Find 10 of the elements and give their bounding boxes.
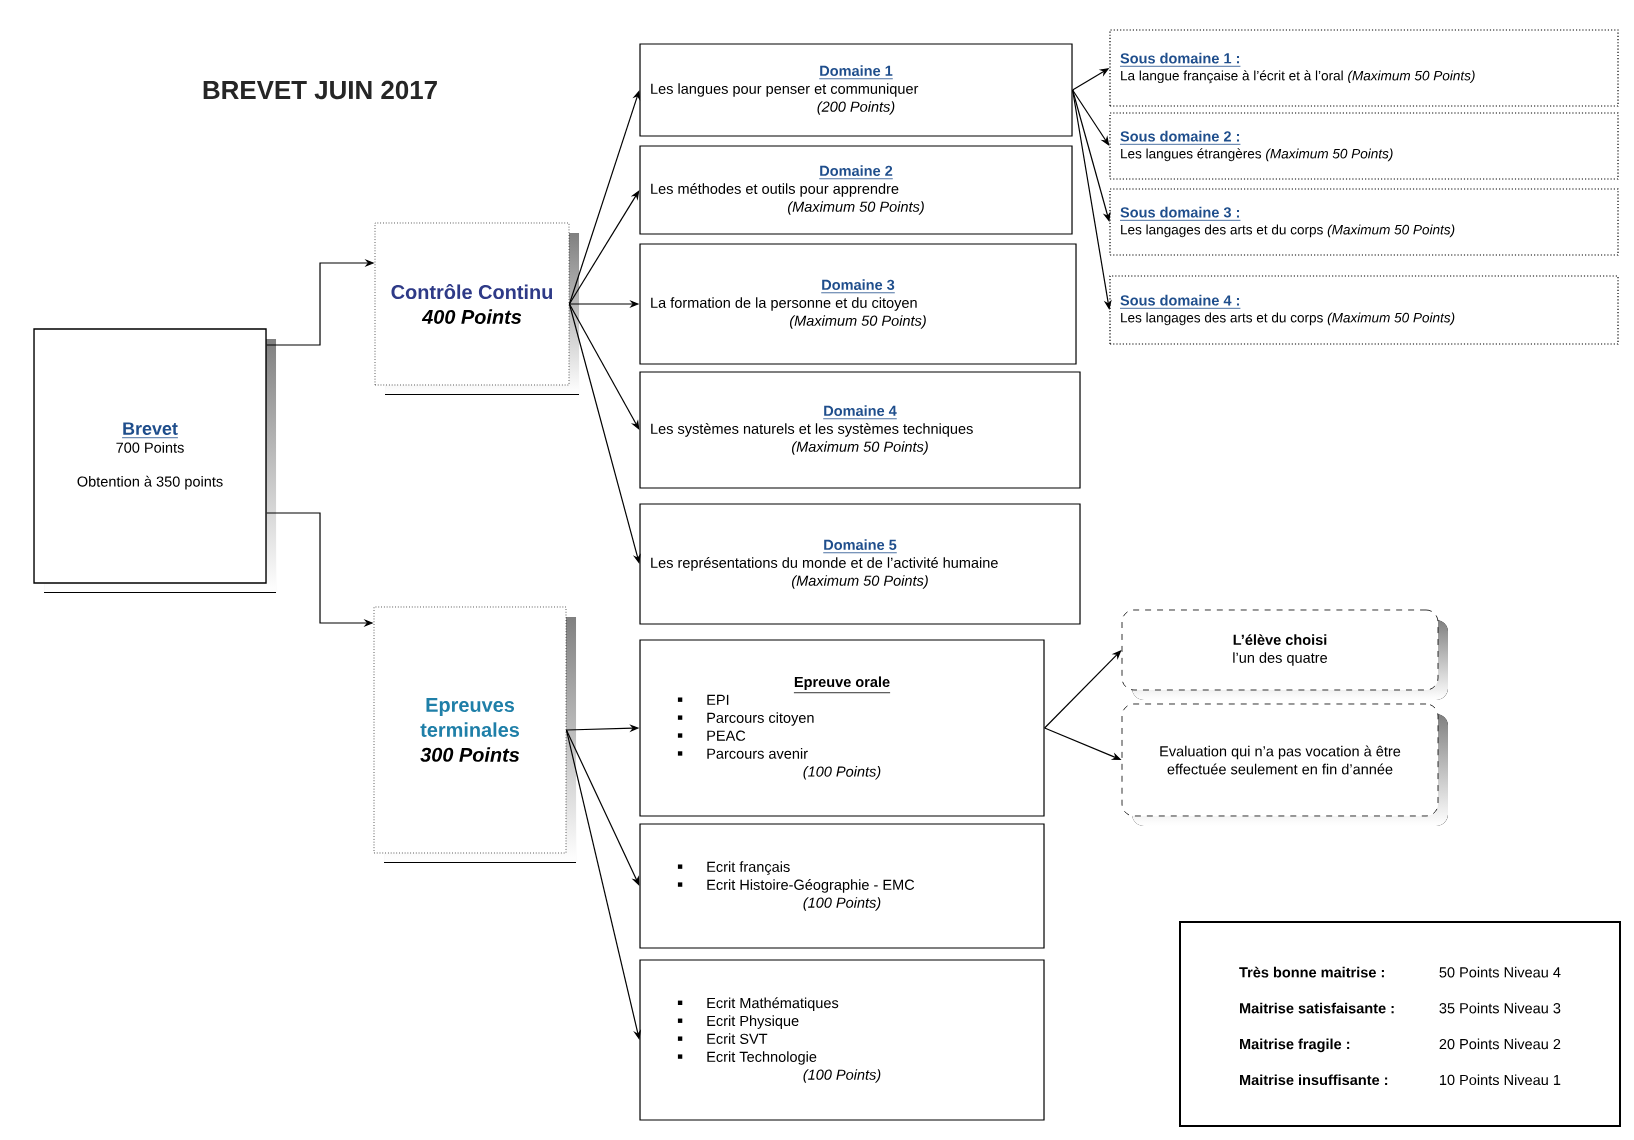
arrow bbox=[568, 303, 641, 564]
arrow bbox=[1072, 89, 1111, 222]
arrow bbox=[568, 303, 640, 430]
arrow bbox=[565, 729, 640, 886]
arrow bbox=[1072, 89, 1110, 146]
process-box: Contrôle Continu 400 Points bbox=[374, 222, 579, 395]
arrow bbox=[568, 190, 640, 305]
title: BREVET JUIN 2017 bbox=[203, 80, 437, 100]
arrow bbox=[1044, 650, 1122, 729]
process-box: Epreuves terminales 300 Points bbox=[373, 606, 576, 863]
